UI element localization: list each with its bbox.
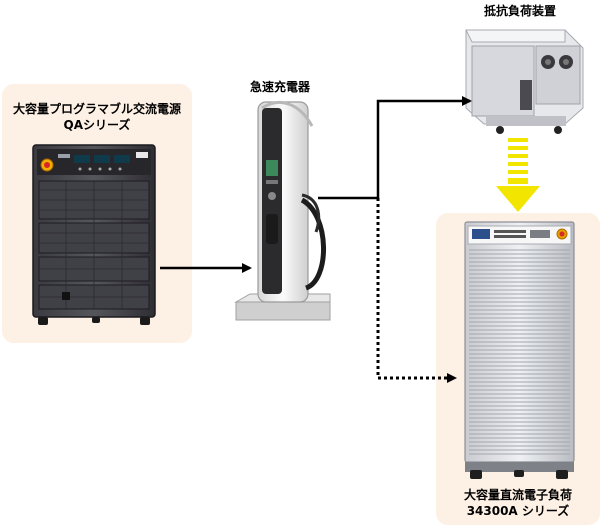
- charger-title: 急速充電器: [249, 80, 310, 94]
- replacement-arrow-icon: [496, 138, 540, 212]
- ac-source-title: 大容量プログラマブル交流電源: [12, 102, 181, 116]
- ev-charger-icon: [234, 100, 331, 321]
- charger-to-resistive-load-arrow: [318, 96, 472, 200]
- dc-electronic-load-icon: [464, 221, 575, 479]
- ac-power-source-icon: [32, 144, 156, 325]
- charger-to-electronic-load-arrow: [376, 198, 457, 383]
- ac-source-subtitle: QAシリーズ: [63, 118, 131, 132]
- electronic-load-subtitle: 34300A シリーズ: [466, 504, 570, 518]
- load-louvers: [469, 249, 570, 455]
- resistive-load-title: 抵抗負荷装置: [483, 4, 556, 18]
- resistive-load-bank-icon: [465, 29, 584, 134]
- electronic-load-title: 大容量直流電子負荷: [463, 488, 572, 502]
